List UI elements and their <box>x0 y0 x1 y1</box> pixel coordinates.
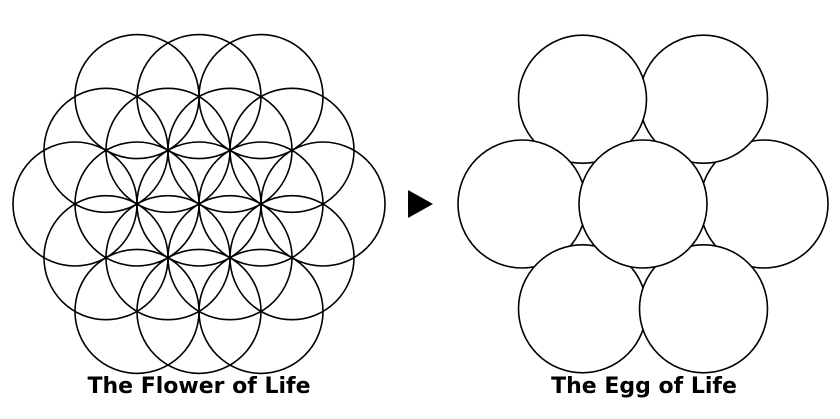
flower-of-life-diagram <box>12 33 386 375</box>
egg-circle <box>638 243 769 374</box>
egg-of-life-caption: The Egg of Life <box>551 374 737 399</box>
flower-circle <box>260 141 386 267</box>
egg-circle <box>578 139 708 269</box>
flower-of-life-caption: The Flower of Life <box>87 374 311 399</box>
play-triangle-icon <box>408 190 433 218</box>
egg-circle <box>517 34 648 165</box>
egg-of-life-diagram <box>457 34 829 374</box>
